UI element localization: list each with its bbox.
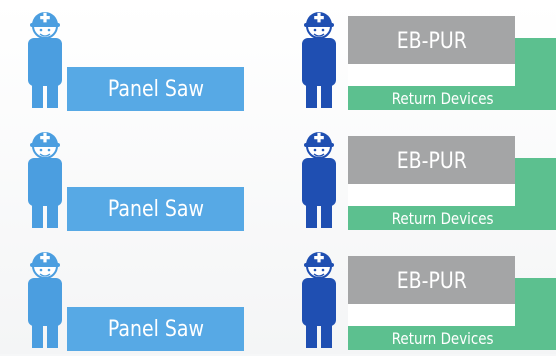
worker-hard-hat-icon bbox=[299, 8, 339, 108]
worker-hard-hat-icon bbox=[25, 8, 65, 108]
panel-saw-label: Panel Saw bbox=[107, 317, 204, 342]
panel-saw-box bbox=[67, 307, 244, 351]
worker-hard-hat-icon bbox=[299, 128, 339, 228]
return-devices-label: Return Devices bbox=[392, 89, 494, 108]
panel-saw-box bbox=[67, 67, 244, 111]
panel-saw-label: Panel Saw bbox=[107, 77, 204, 102]
return-devices-label: Return Devices bbox=[392, 209, 494, 228]
workflow-row: Panel Saw EB-PUR Return Devices bbox=[0, 128, 556, 236]
eb-pur-box: EB-PUR bbox=[348, 16, 515, 64]
eb-pur-box: EB-PUR bbox=[348, 256, 515, 304]
worker-hard-hat-icon bbox=[25, 128, 65, 228]
worker-hard-hat-icon bbox=[299, 248, 339, 348]
workflow-row: Panel Saw EB-PUR Return Devices bbox=[0, 8, 556, 116]
return-devices-label: Return Devices bbox=[392, 329, 494, 348]
panel-saw-label: Panel Saw bbox=[107, 197, 204, 222]
workflow-row: Panel Saw EB-PUR Return Devices bbox=[0, 248, 556, 356]
worker-hard-hat-icon bbox=[25, 248, 65, 348]
panel-saw-box bbox=[67, 187, 244, 231]
eb-pur-box: EB-PUR bbox=[348, 136, 515, 184]
